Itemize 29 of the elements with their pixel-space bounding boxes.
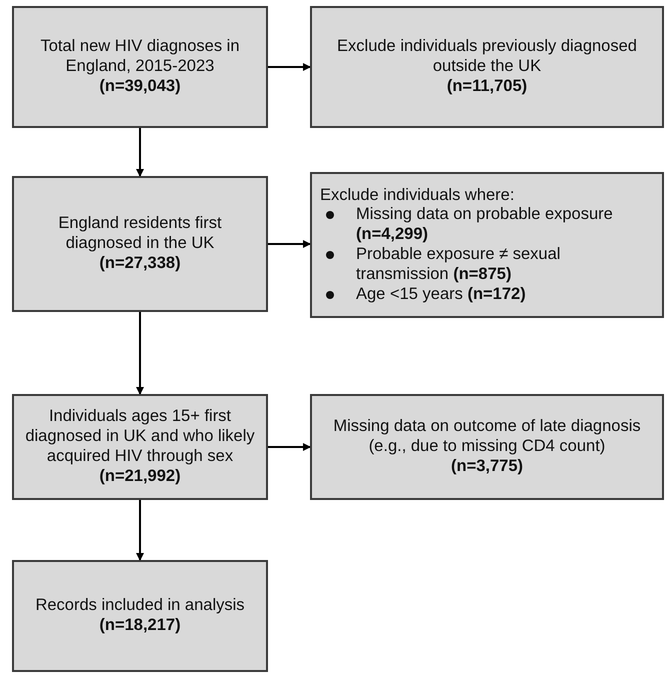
list-heading: Exclude individuals where:: [320, 186, 516, 206]
count-text: (n=39,043): [99, 76, 181, 97]
process-box: [12, 560, 268, 672]
box-text: Individuals ages 15+ first diagnosed in UK and who likely acquired HIV through sex: [24, 407, 256, 467]
process-box: [310, 172, 664, 318]
box-text: Missing data on outcome of late diagnosis (e.g., due to missing CD4 count): [332, 417, 642, 457]
process-box: [310, 394, 664, 500]
arrow: [136, 312, 144, 395]
count-text: (n=11,705): [446, 76, 528, 97]
bullet-item: Age <15 years (n=172): [356, 284, 526, 303]
count-text: (n=21,992): [99, 466, 181, 487]
arrow: [136, 128, 144, 177]
box-text: Exclude individuals previously diagnosed outside the UK: [336, 37, 638, 77]
box-text: England residents first diagnosed in the UK: [57, 214, 223, 254]
process-box: [12, 394, 268, 500]
process-box: [12, 6, 268, 128]
bullet-item: Probable exposure ≠ sexual transmission (n=875): [356, 245, 560, 283]
arrow: [268, 443, 311, 451]
arrow: [268, 240, 311, 248]
bullet-item: Missing data on probable exposure (n=4,299): [356, 205, 613, 244]
arrow: [268, 63, 311, 71]
count-text: (n=27,338): [99, 254, 181, 274]
process-box: [310, 6, 664, 128]
process-box: [12, 176, 268, 312]
box-text: Total new HIV diagnoses in England, 2015-2023: [39, 37, 241, 77]
count-text: (n=18,217): [99, 616, 181, 636]
count-text: (n=3,775): [451, 456, 523, 477]
arrow: [136, 500, 144, 561]
box-text: Records included in analysis: [35, 596, 245, 616]
